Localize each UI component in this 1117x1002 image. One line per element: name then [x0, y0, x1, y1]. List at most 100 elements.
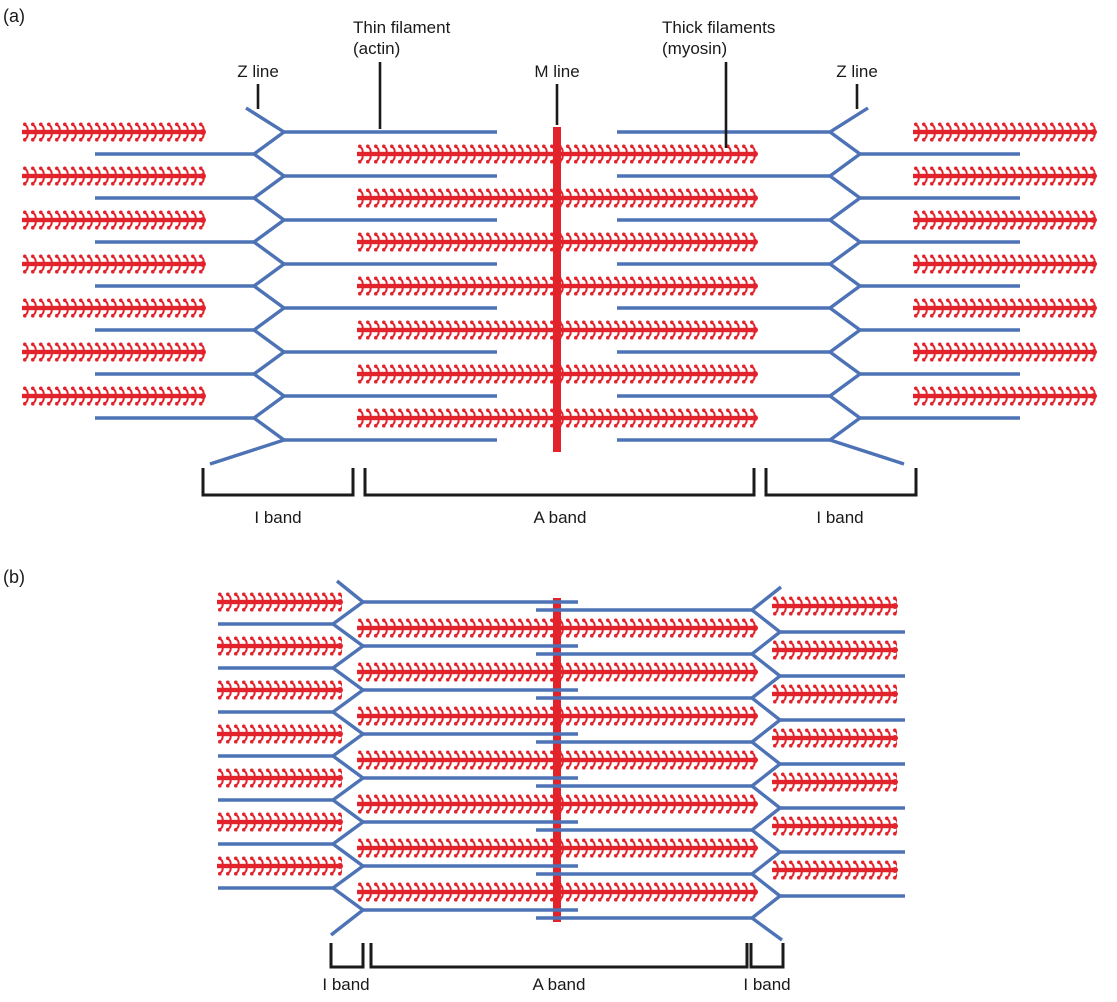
thick-filament-myosin	[357, 749, 758, 771]
thick-filament-body	[772, 859, 897, 881]
thick-filament-body	[357, 793, 757, 815]
thick-filament-end-cap	[892, 735, 898, 741]
thick-filament-end-cap	[337, 643, 343, 649]
thick-filament-body	[357, 407, 757, 429]
thick-filament-body	[22, 297, 205, 319]
thick-filament-myosin	[22, 341, 206, 363]
thick-filament-body	[913, 297, 1096, 319]
thick-filament-end-cap	[1091, 129, 1097, 135]
thick-filament-body	[217, 591, 342, 613]
thin-filament-callout-line2: (actin)	[353, 39, 401, 58]
thick-filament-end-cap	[752, 283, 758, 289]
thick-filament-myosin	[913, 209, 1097, 231]
i-band-left-bracket	[201, 468, 355, 497]
thick-filament-body	[772, 815, 897, 837]
thick-filament-end-cap	[337, 775, 343, 781]
thick-filament-body	[22, 341, 205, 363]
thick-filament-end-cap	[1091, 393, 1097, 399]
thick-filament-myosin	[357, 661, 758, 683]
thick-filament-myosin	[913, 121, 1097, 143]
thick-filament-end-cap	[892, 867, 898, 873]
thick-filament-myosin	[772, 859, 898, 881]
thick-filament-body	[772, 595, 897, 617]
thick-filament-end-cap	[200, 349, 206, 355]
thick-filament-body	[913, 341, 1096, 363]
thick-filament-end-cap	[892, 647, 898, 653]
thick-filament-myosin	[357, 705, 758, 727]
thin-filament-callout-line1: Thin filament	[353, 18, 451, 37]
thick-filament-body	[22, 121, 205, 143]
z-line-left-callout: Z line	[237, 62, 279, 81]
thick-filament-myosin	[22, 121, 206, 143]
band-brackets-a	[201, 468, 918, 497]
thick-filament-body	[772, 727, 897, 749]
thick-filament-myosin	[357, 407, 758, 429]
thick-filament-end-cap	[1091, 173, 1097, 179]
thick-filament-myosin	[357, 793, 758, 815]
thick-filament-body	[217, 767, 342, 789]
thick-filament-myosin	[217, 723, 343, 745]
thick-filament-end-cap	[200, 393, 206, 399]
thick-filament-myosin	[357, 881, 758, 903]
thick-filament-end-cap	[337, 599, 343, 605]
a-band-bracket	[369, 943, 749, 969]
panel-b-contracted-sarcomere	[217, 579, 905, 969]
panel-b-i-band-right-label: I band	[743, 975, 791, 994]
thick-filament-end-cap	[752, 801, 758, 807]
thick-filament-end-cap	[752, 371, 758, 377]
panel-a-a-band-label: A band	[533, 508, 587, 527]
panel-b-a-band-label: A band	[532, 975, 586, 994]
thick-filament-end-cap	[200, 217, 206, 223]
thick-filament-end-cap	[752, 239, 758, 245]
thick-filament-body	[913, 253, 1096, 275]
thick-filament-myosin	[357, 143, 758, 165]
thick-filament-myosin	[22, 253, 206, 275]
thick-filament-body	[357, 231, 757, 253]
panel-b-i-band-left-label: I band	[322, 975, 370, 994]
thick-filament-end-cap	[752, 151, 758, 157]
i-band-left-bracket	[329, 943, 365, 969]
panel-a-i-band-right-label: I band	[816, 508, 864, 527]
i-band-right-bracket	[764, 468, 918, 497]
thick-filament-body	[357, 319, 757, 341]
thick-filament-end-cap	[892, 603, 898, 609]
thick-filament-body	[357, 275, 757, 297]
thick-filament-myosin	[357, 363, 758, 385]
thick-filaments-callout-line2: (myosin)	[662, 39, 728, 58]
z-line-right-callout: Z line	[836, 62, 878, 81]
thick-filament-myosin	[217, 811, 343, 833]
thick-filament-end-cap	[200, 305, 206, 311]
thick-filament-body	[22, 385, 205, 407]
thick-filaments-callout-line1: Thick filaments	[662, 18, 776, 37]
thick-filament-myosin	[772, 683, 898, 705]
thick-filament-end-cap	[752, 327, 758, 333]
thick-filament-body	[357, 143, 757, 165]
thick-filament-myosin	[913, 165, 1097, 187]
thick-filament-myosin	[357, 837, 758, 859]
thick-filament-myosin	[772, 771, 898, 793]
thick-filament-end-cap	[337, 819, 343, 825]
thick-filament-myosin	[217, 855, 343, 877]
thick-filament-body	[217, 855, 342, 877]
thick-filament-myosin	[22, 297, 206, 319]
thick-filament-body	[217, 811, 342, 833]
thick-filament-myosin	[357, 231, 758, 253]
thick-filament-myosin	[22, 385, 206, 407]
a-band-bracket	[363, 468, 756, 497]
thick-filament-body	[22, 209, 205, 231]
thick-filament-body	[357, 661, 757, 683]
thick-filament-end-cap	[752, 669, 758, 675]
thick-filament-end-cap	[752, 845, 758, 851]
thick-filament-body	[357, 363, 757, 385]
thick-filament-myosin	[913, 297, 1097, 319]
thick-filament-myosin	[772, 815, 898, 837]
thick-filament-end-cap	[1091, 349, 1097, 355]
thick-filament-myosin	[772, 595, 898, 617]
thick-filament-body	[913, 209, 1096, 231]
thick-filament-end-cap	[1091, 217, 1097, 223]
z-line-left	[329, 579, 365, 937]
thick-filament-body	[22, 165, 205, 187]
thick-filaments-callout: Thick filaments (myosin)	[662, 17, 775, 59]
panel-a-relaxed-sarcomere	[22, 62, 1097, 497]
